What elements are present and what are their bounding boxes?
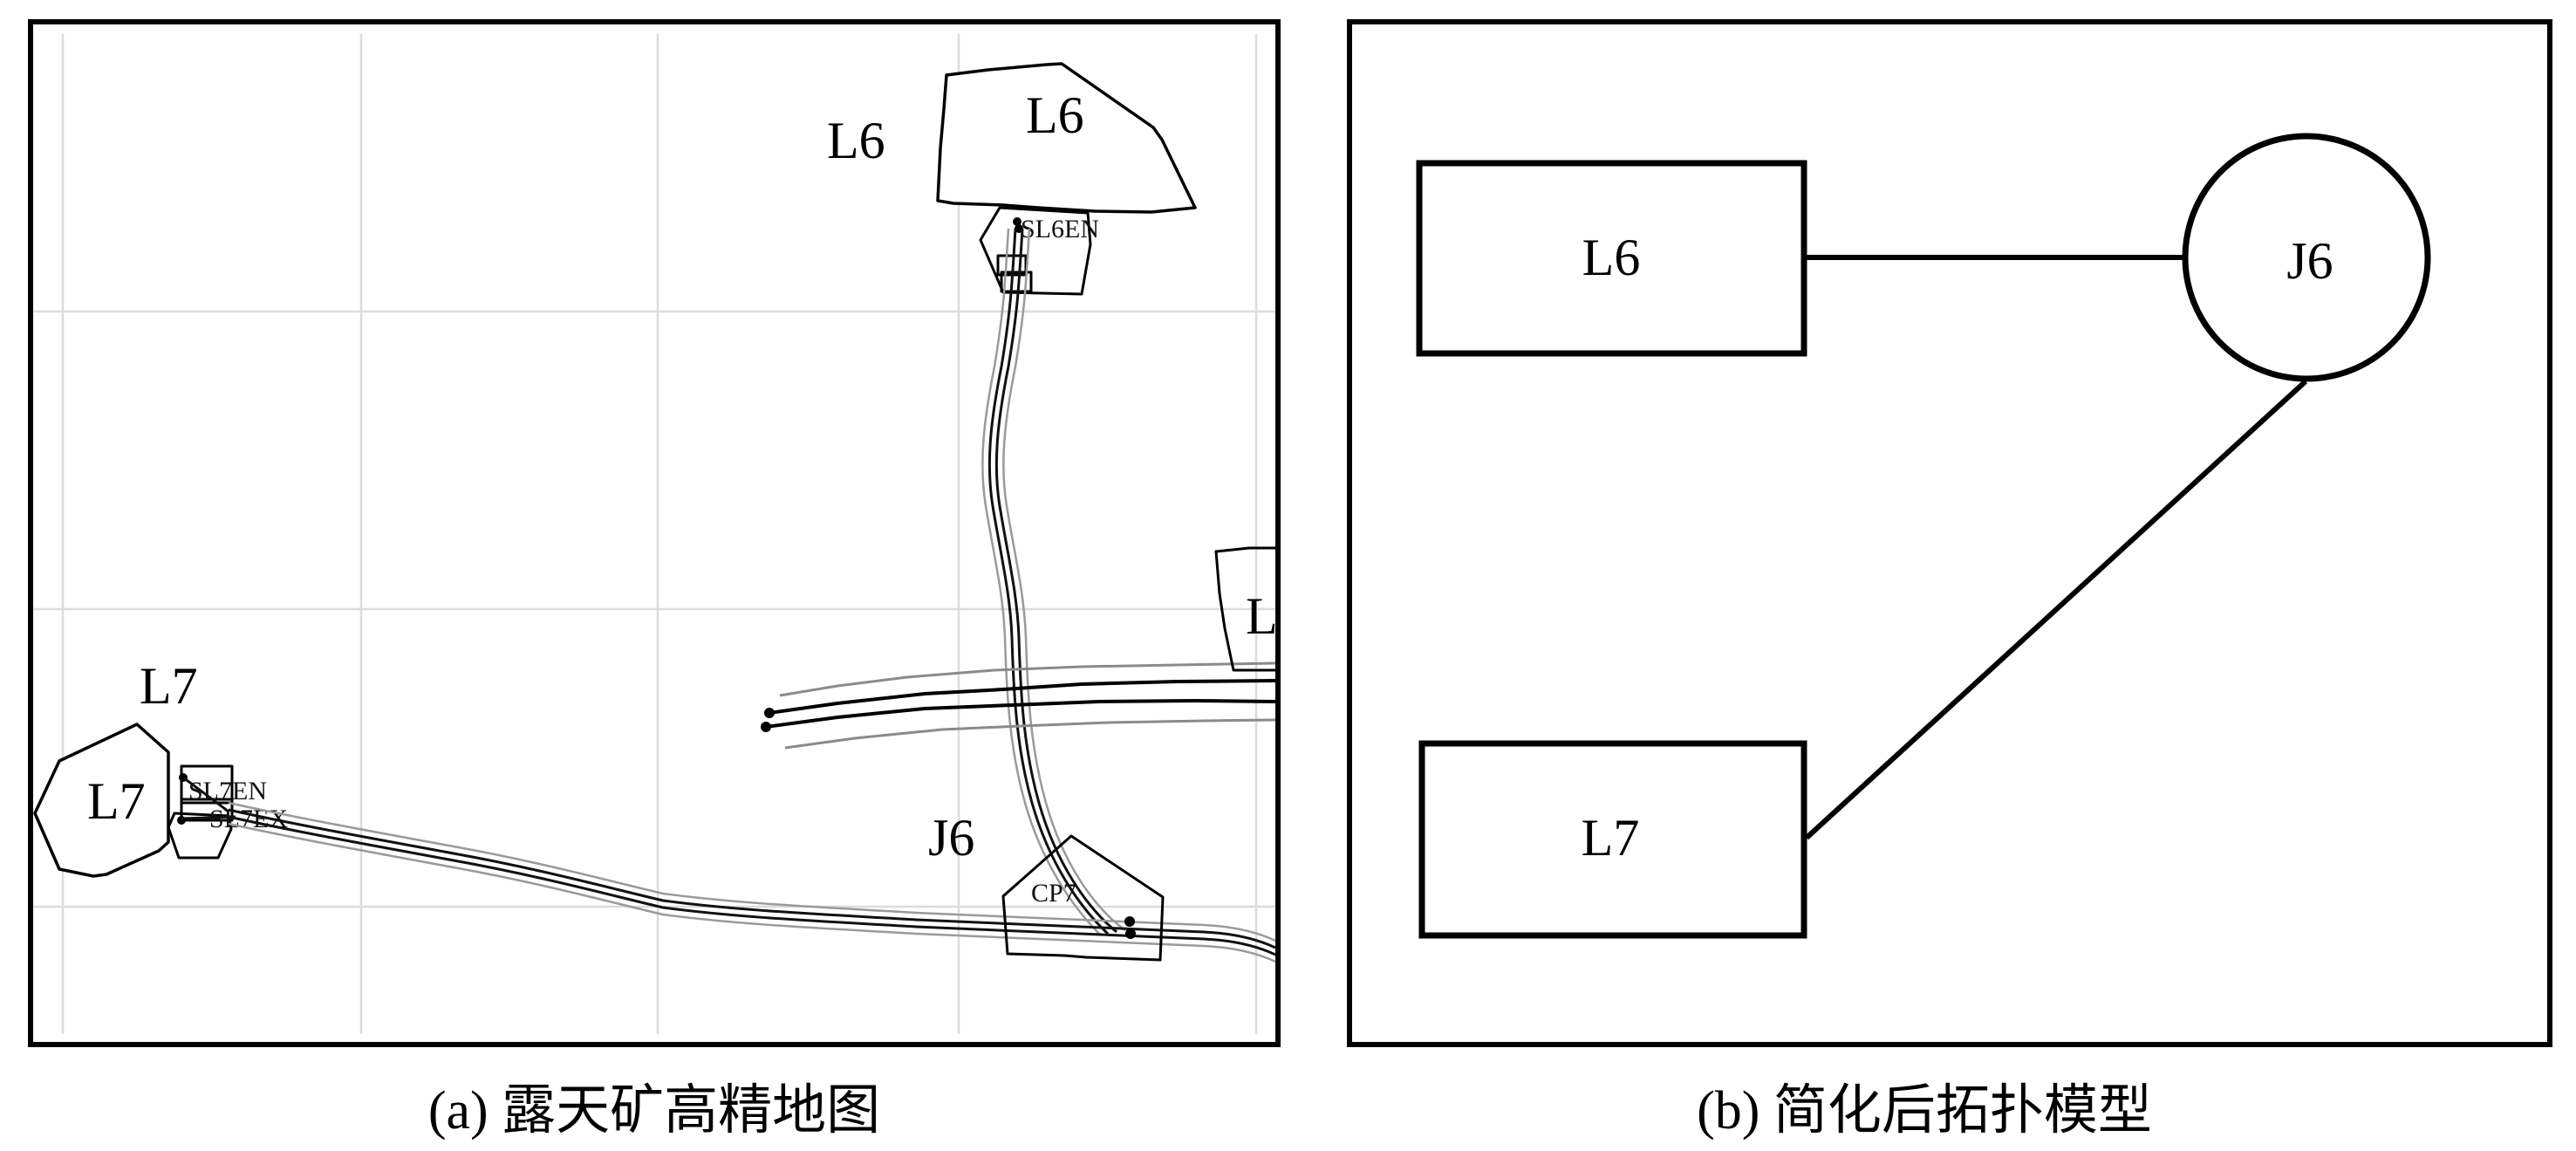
caption-panel-b: (b) 简化后拓扑模型: [1697, 1081, 2152, 1141]
node-l6: L6: [1416, 160, 1807, 357]
junction-point: [1125, 928, 1136, 939]
l7-inner-label: L7: [87, 772, 146, 830]
l7-outer-label: L7: [140, 657, 198, 715]
node-l6-label: L6: [1582, 229, 1641, 286]
junction-tag: CP7: [1031, 879, 1076, 908]
junction-point: [1124, 916, 1135, 927]
panel-b-topology: L6 J6 L7: [1347, 19, 2552, 1047]
node-l7-box: [1418, 740, 1807, 939]
haul-road-east: [761, 661, 1276, 750]
l6-outer-label: L6: [827, 112, 885, 169]
l7-link: [181, 815, 236, 820]
loading-area-l7-polygon: [33, 723, 170, 878]
junction-j6-label: J6: [928, 809, 974, 867]
node-l7-label: L7: [1582, 809, 1640, 867]
node-l6-box: [1416, 160, 1807, 357]
caption-panel-a: (a) 露天矿高精地图: [428, 1081, 880, 1141]
l6-entry-point: [1013, 217, 1022, 226]
road-endpoint: [761, 722, 771, 732]
l7-link: [182, 776, 229, 813]
haul-road-l7-j6: [228, 801, 1276, 963]
road-endpoint: [764, 708, 775, 718]
node-j6: J6: [2182, 133, 2431, 382]
node-j6-label: J6: [2286, 232, 2333, 290]
l6-entry-box: [1000, 271, 1033, 293]
panel-a-hd-map: SL6EN L6 L6 L SL7EN S: [28, 19, 1281, 1047]
partial-area-polygon: [1214, 546, 1275, 672]
l6-entry-tag: SL6EN: [1021, 215, 1099, 243]
node-l7: L7: [1418, 740, 1807, 939]
loading-area-l6-polygon: [936, 62, 1197, 214]
l6-entry-zone: [979, 206, 1092, 296]
l6-inner-label: L6: [1026, 86, 1084, 144]
l7-entry-tag: SL7EN: [188, 777, 267, 805]
haul-road-l6-j6: [981, 228, 1126, 936]
node-j6-circle: [2182, 133, 2431, 382]
partial-area-label: L: [1246, 587, 1278, 645]
junction-j6-polygon: [1001, 834, 1165, 962]
edge-l7-j6: [1804, 379, 2308, 840]
l7-entry-box: [180, 764, 234, 805]
